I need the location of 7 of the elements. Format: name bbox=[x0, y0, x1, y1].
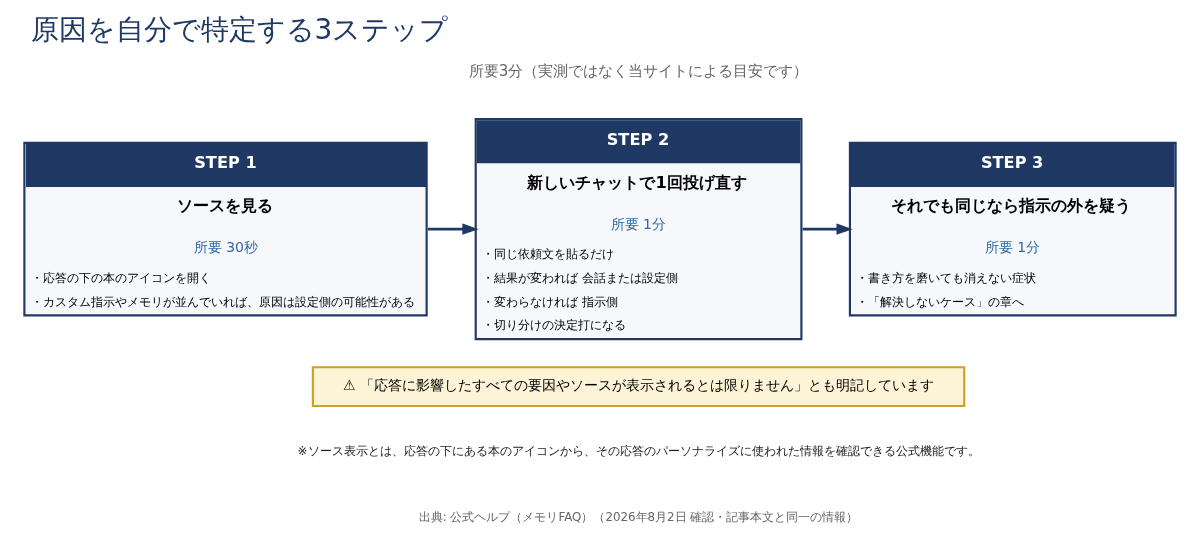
node-box: ⚠ 「応答に影響したすべての要因やソースが表示されるとは限りません」とも明記しています bbox=[311, 366, 966, 408]
label: 所要3分（実測ではなく当サイトによる目安です） bbox=[468, 61, 809, 80]
arrow bbox=[802, 223, 853, 235]
arrow bbox=[428, 223, 479, 235]
diagram-title: 原因を自分で特定する3ステップ bbox=[30, 13, 449, 47]
label: ※ソース表示とは、応答の下にある本のアイコンから、その応答のパーソナライズに使われた情報を確認できる公式機能です。 bbox=[297, 444, 980, 459]
label: 出典: 公式ヘルプ（メモリFAQ）（2026年8月2日 確認・記事本文と同一の情報） bbox=[418, 510, 859, 525]
